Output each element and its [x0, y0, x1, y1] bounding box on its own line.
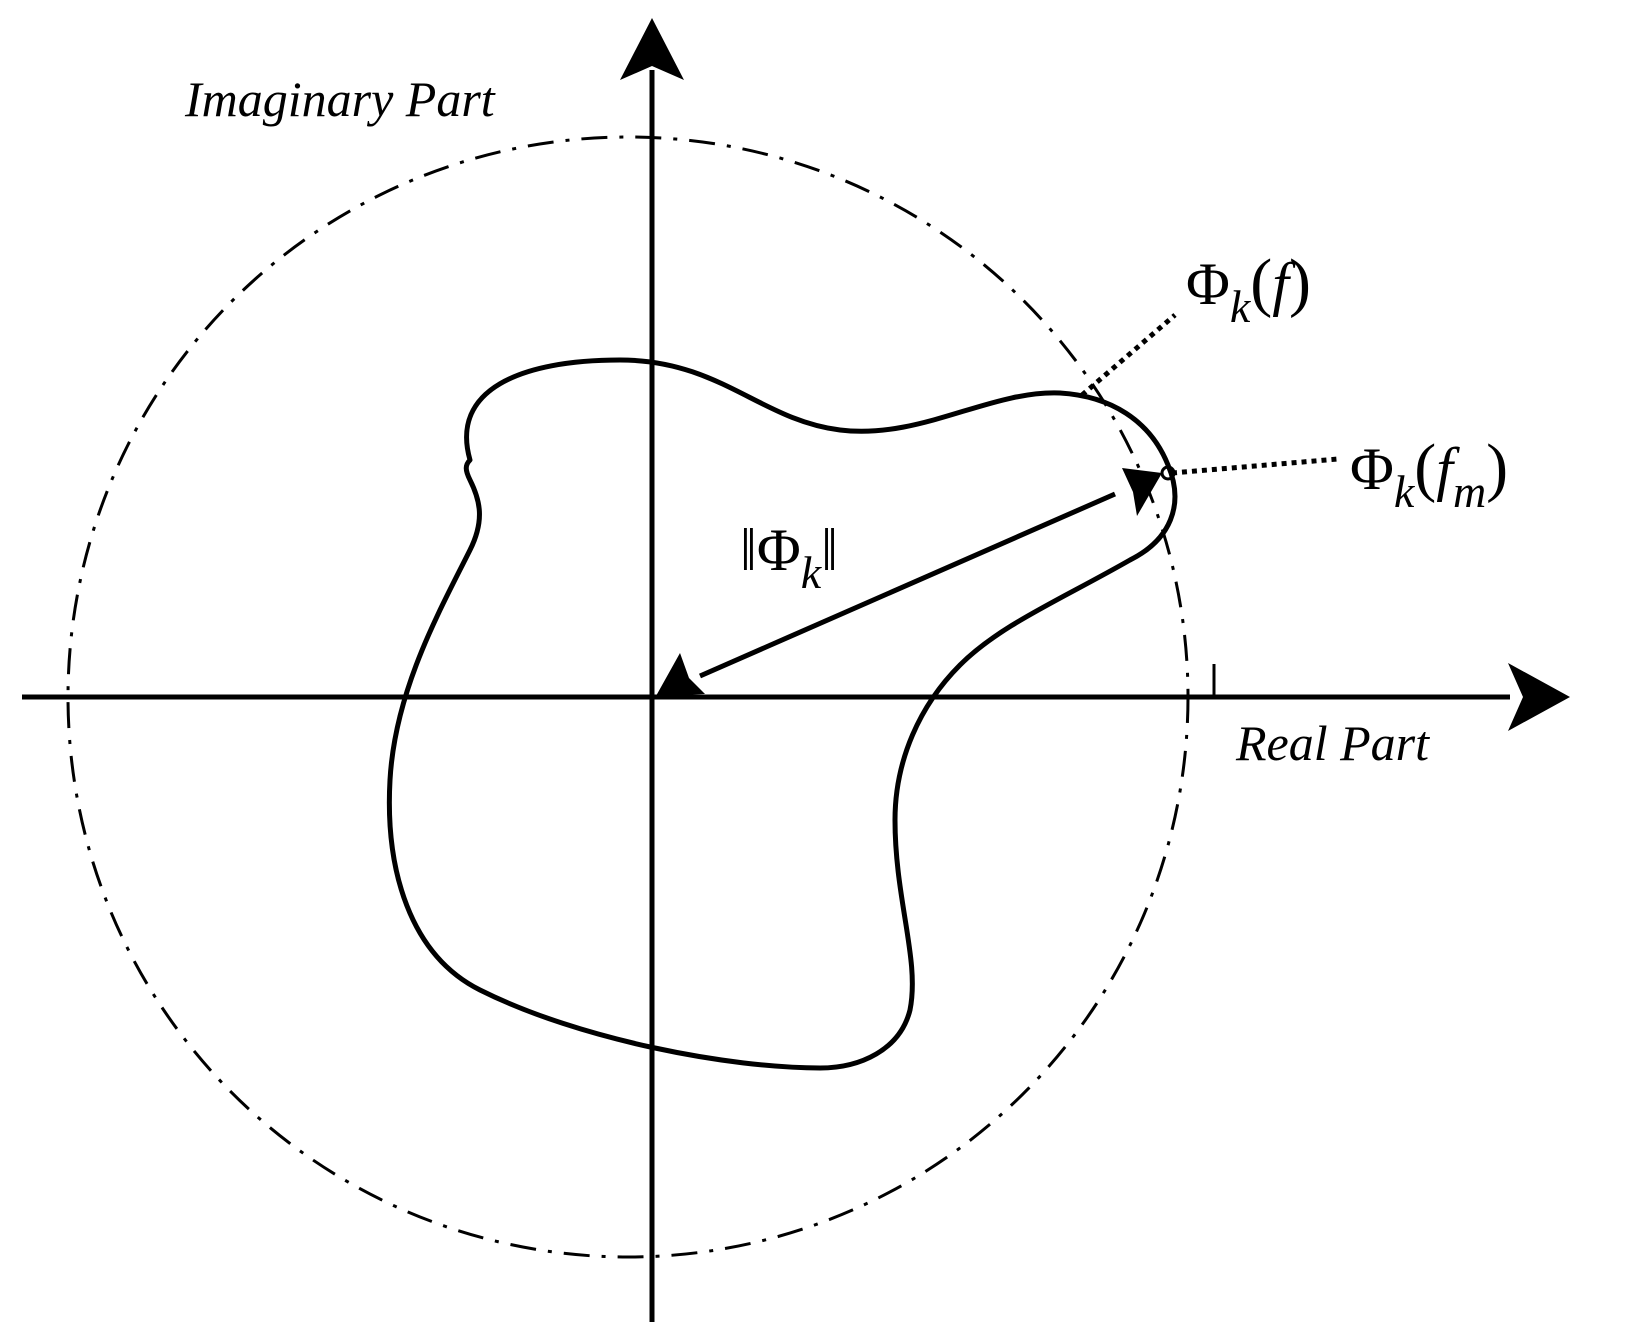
phi-symbol: Φ — [1350, 436, 1394, 502]
phi-subscript: k — [1229, 281, 1251, 332]
argument-subscript: m — [1452, 466, 1487, 517]
phi-subscript: k — [1393, 466, 1415, 517]
phi-subscript: k — [800, 547, 822, 598]
magnitude-arrowhead-origin — [656, 653, 705, 696]
phi-symbol: Φ — [1186, 251, 1230, 317]
imaginary-axis-arrowhead — [620, 18, 684, 80]
label-norm-phi-k: ‖Φk‖ — [740, 517, 838, 596]
norm-bar-right: ‖ — [821, 517, 838, 583]
magnitude-arrow-shaft — [698, 491, 1117, 679]
paren-open: ( — [1414, 431, 1437, 504]
real-axis-label: Real Part — [1236, 715, 1430, 771]
paren-close: ) — [1288, 246, 1311, 319]
imaginary-axis-label: Imaginary Part — [185, 71, 495, 127]
phi-argument: f — [1436, 436, 1453, 502]
real-axis-arrowhead — [1508, 663, 1570, 731]
phi-argument: f — [1272, 251, 1289, 317]
nyquist-curve — [386, 357, 1178, 1071]
leader-phi-f — [1080, 313, 1177, 397]
magnitude-arrowhead-end — [1122, 468, 1162, 516]
paren-open: ( — [1250, 246, 1273, 319]
phi-symbol: Φ — [756, 517, 801, 583]
label-phi-k-fm: Φk(fm) — [1350, 435, 1508, 515]
paren-close: ) — [1486, 431, 1509, 504]
leader-phi-fm — [1171, 456, 1339, 476]
norm-bar-left: ‖ — [740, 517, 757, 583]
label-phi-k-f: Φk(f) — [1186, 250, 1311, 330]
